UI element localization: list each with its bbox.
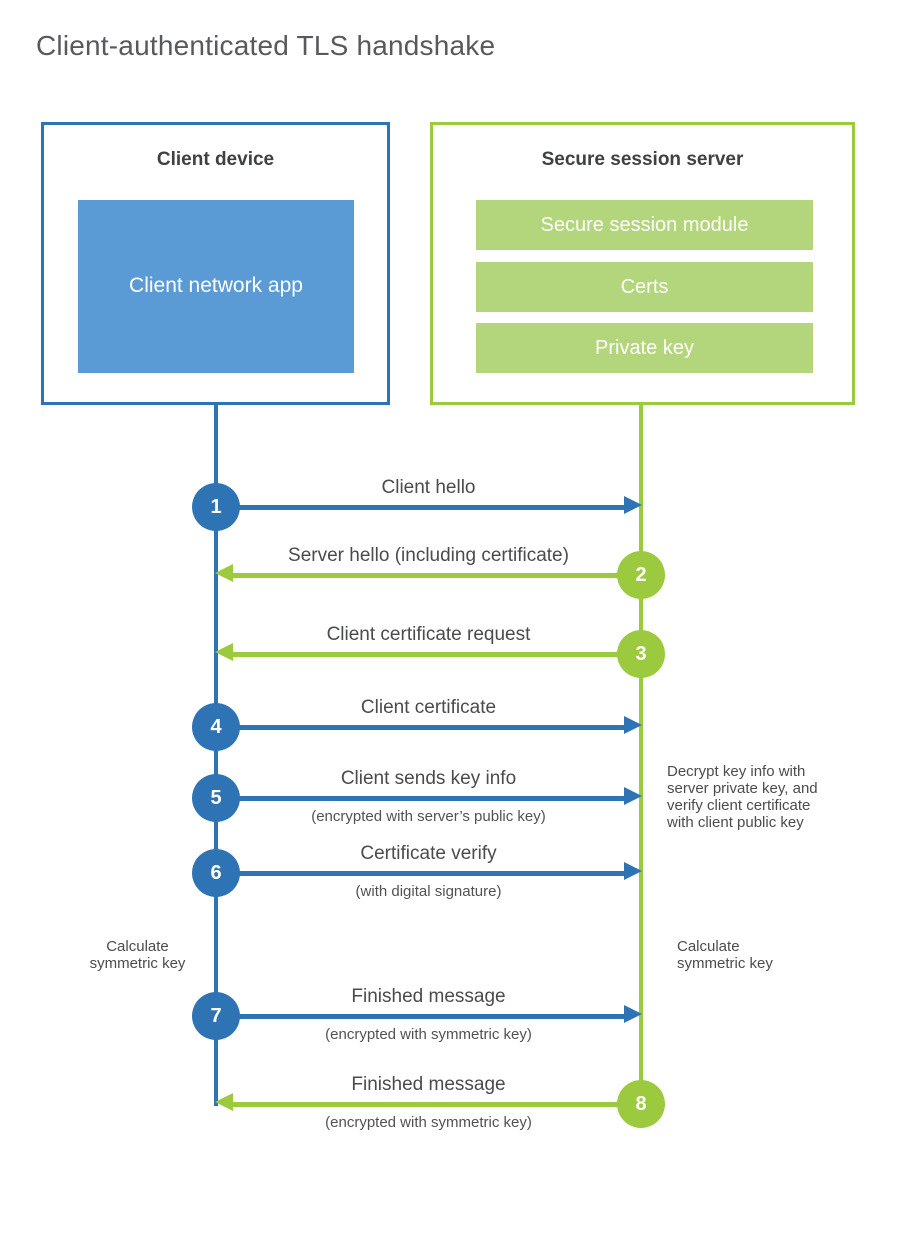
secure-session-server-title: Secure session server (541, 149, 744, 170)
message-3-label: Client certificate request (326, 624, 531, 645)
arrow-left-icon (230, 1102, 641, 1107)
calc-note-line: symmetric key (677, 955, 773, 972)
message-6-sublabel: (with digital signature) (355, 883, 502, 900)
message-5-label: Client sends key info (340, 768, 517, 789)
arrowhead-right-icon (624, 862, 642, 880)
calc-note-line: Calculate (106, 938, 169, 955)
calc-note-line: Calculate (677, 938, 740, 955)
arrowhead-right-icon (624, 496, 642, 514)
client-network-app-label: Client network app (129, 274, 303, 298)
arrow-right-icon (216, 796, 627, 801)
step-2-badge: 2 (617, 551, 665, 599)
message-4-label: Client certificate (360, 697, 497, 718)
server-module-label: Private key (595, 336, 694, 359)
secure-session-server-box: Secure session server Secure session mod… (430, 122, 855, 405)
step-6-badge: 6 (192, 849, 240, 897)
arrow-right-icon (216, 1014, 627, 1019)
step-1-badge: 1 (192, 483, 240, 531)
server-lifeline (639, 405, 643, 1106)
server-module-label: Certs (620, 275, 669, 298)
message-2-label: Server hello (including certificate) (288, 545, 569, 566)
decrypt-note-line: Decrypt key info with (667, 763, 806, 780)
arrowhead-right-icon (624, 716, 642, 734)
message-8-sublabel: (encrypted with symmetric key) (325, 1114, 532, 1131)
server-module-private-key: Private key (476, 323, 813, 373)
server-module-secure-session: Secure session module (476, 200, 813, 250)
step-7-badge: 7 (192, 992, 240, 1040)
step-5-badge: 5 (192, 774, 240, 822)
message-7-sublabel: (encrypted with symmetric key) (325, 1026, 532, 1043)
step-4-badge: 4 (192, 703, 240, 751)
arrow-right-icon (216, 871, 627, 876)
decrypt-note-line: verify client certificate (667, 797, 811, 814)
arrowhead-right-icon (624, 787, 642, 805)
server-module-certs: Certs (476, 262, 813, 312)
message-1-label: Client hello (381, 477, 476, 498)
client-lifeline (214, 405, 218, 1106)
page-title: Client-authenticated TLS handshake (36, 30, 496, 61)
server-module-label: Secure session module (540, 213, 749, 236)
arrowhead-left-icon (215, 643, 233, 661)
arrowhead-left-icon (215, 564, 233, 582)
decrypt-key-note: Decrypt key info with server private key… (667, 763, 818, 831)
decrypt-note-line: server private key, and (667, 780, 818, 797)
arrowhead-right-icon (624, 1005, 642, 1023)
decrypt-note-line: with client public key (667, 814, 804, 831)
message-6-label: Certificate verify (360, 843, 497, 864)
step-8-badge: 8 (617, 1080, 665, 1128)
calc-note-line: symmetric key (89, 955, 186, 972)
message-5-sublabel: (encrypted with server’s public key) (311, 808, 546, 825)
client-device-title: Client device (156, 149, 275, 170)
message-7-label: Finished message (351, 986, 506, 1007)
arrow-right-icon (216, 505, 627, 510)
calculate-symmetric-key-server-note: Calculate symmetric key (677, 938, 773, 972)
arrow-left-icon (230, 573, 641, 578)
message-8-label: Finished message (351, 1074, 506, 1095)
arrow-left-icon (230, 652, 641, 657)
client-network-app-box: Client network app (78, 200, 354, 373)
arrowhead-left-icon (215, 1093, 233, 1111)
calculate-symmetric-key-client-note: Calculate symmetric key (85, 938, 190, 972)
arrow-right-icon (216, 725, 627, 730)
step-3-badge: 3 (617, 630, 665, 678)
client-device-box: Client device Client network app (41, 122, 390, 405)
